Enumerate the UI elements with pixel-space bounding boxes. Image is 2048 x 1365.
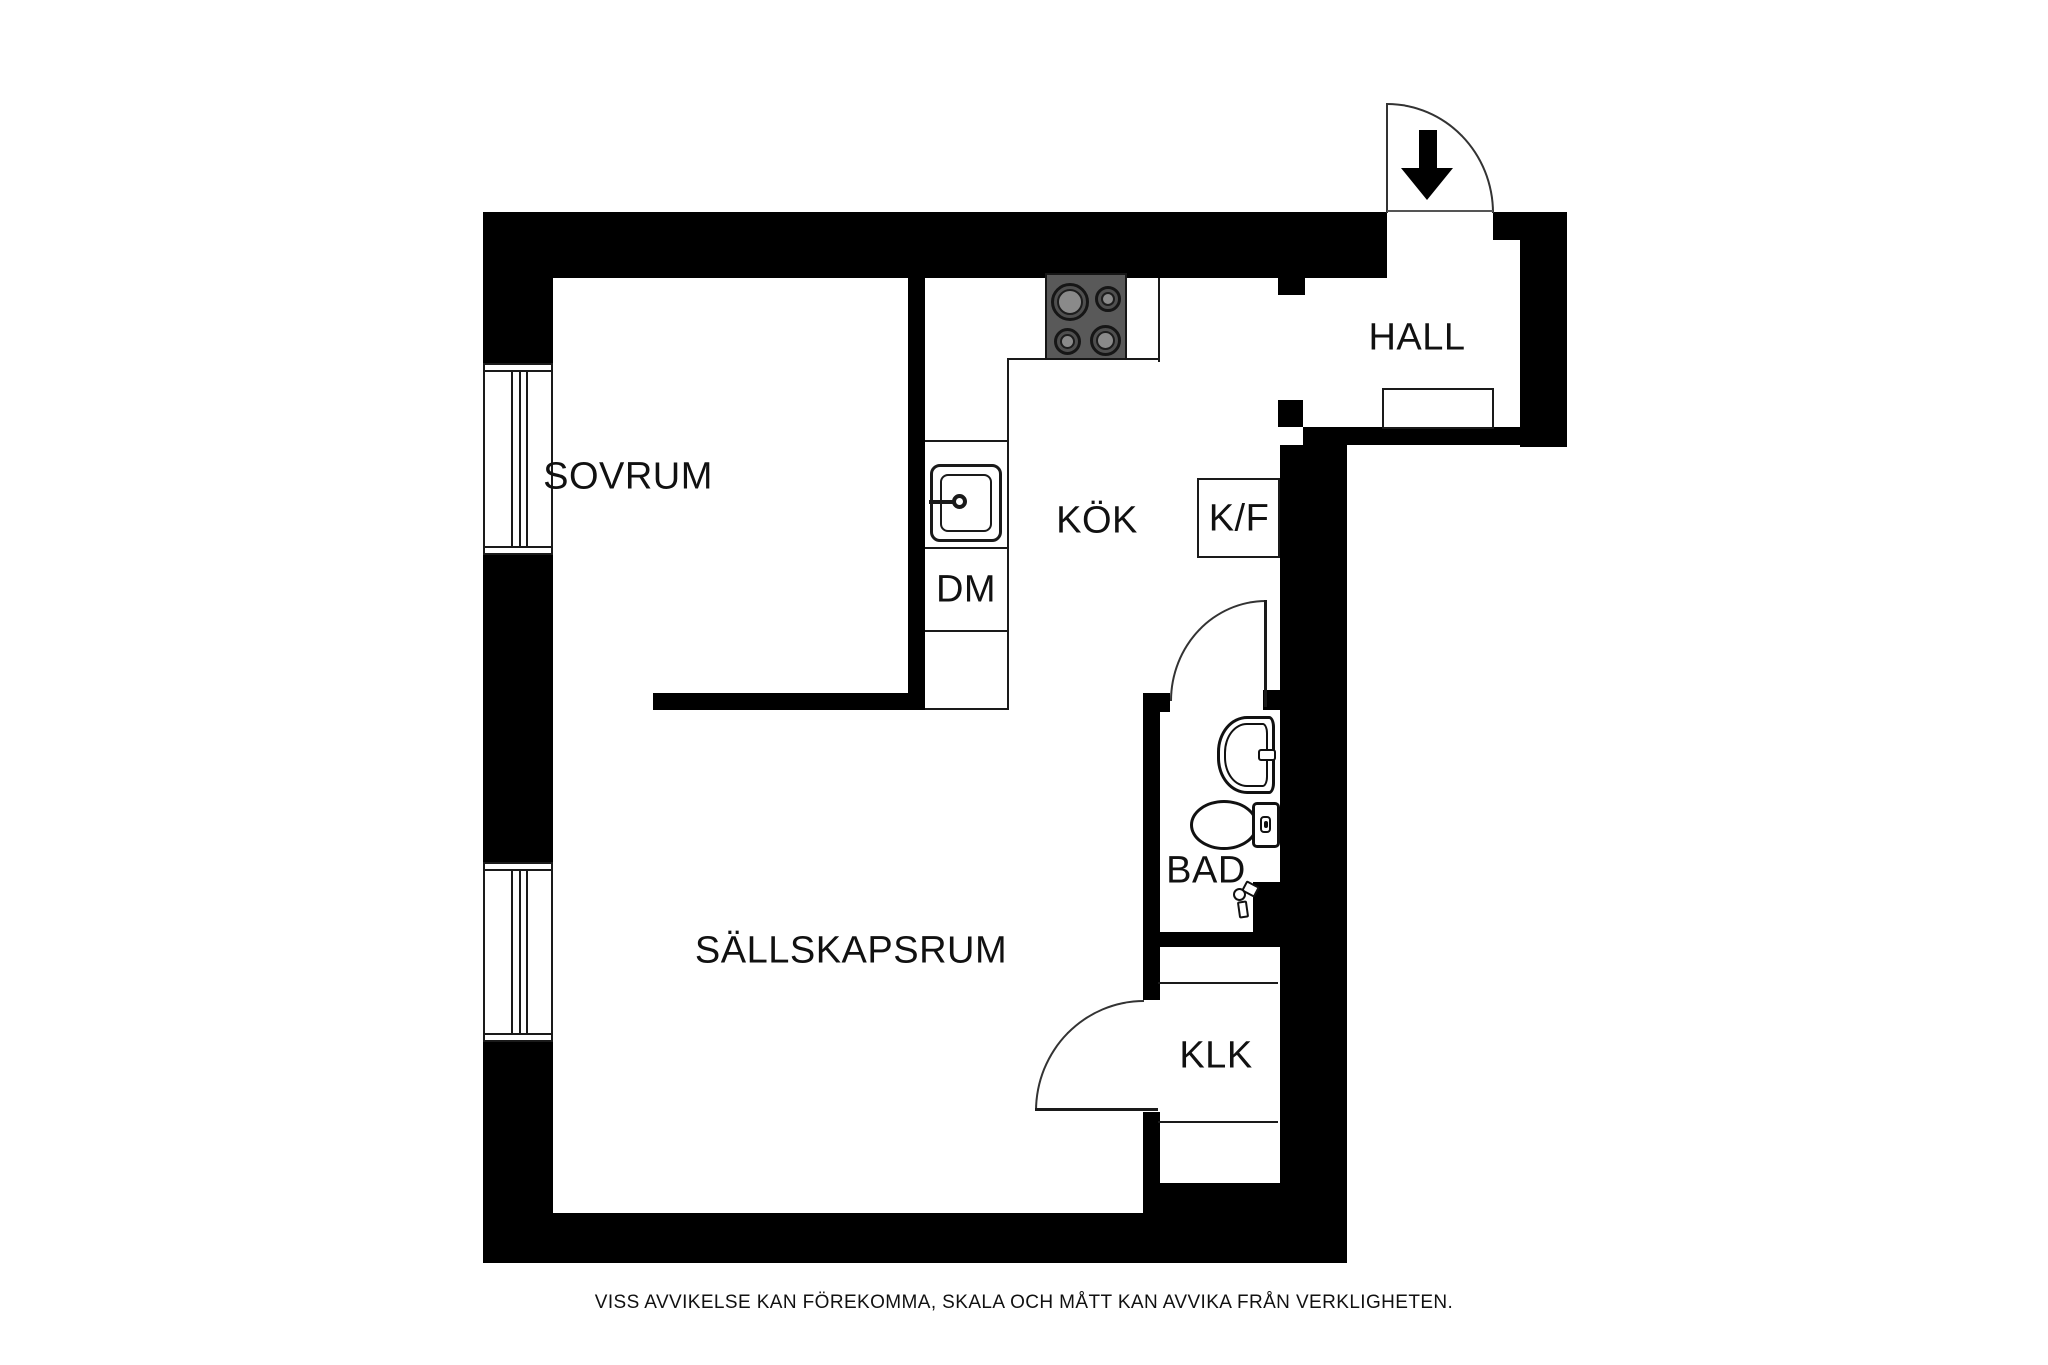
wall-bath-door-jamb-right — [1263, 690, 1280, 710]
room-label-hall: HALL — [1368, 316, 1466, 359]
wall-sovrum-kitchen-divider — [908, 278, 925, 710]
klk-shelf-line — [1158, 982, 1278, 984]
room-label-kok: KÖK — [1056, 499, 1138, 542]
disclaimer-text: VISS AVVIKELSE KAN FÖREKOMMA, SKALA OCH … — [594, 1292, 1454, 1313]
wall-sovrum-bottom — [653, 693, 925, 710]
kitchen-counter-divider — [925, 440, 1009, 442]
wall-right-upper — [1520, 212, 1567, 447]
window-glazing — [511, 869, 528, 1035]
fixture-label-kf: K/F — [1208, 497, 1270, 540]
window-sallskapsrum — [483, 862, 553, 1042]
door-swing-arc — [1035, 1000, 1144, 1111]
wall-bath-door-stub-left — [1143, 693, 1170, 712]
wall-hall-jamb — [1278, 400, 1303, 427]
wall-bath-left-upper — [1143, 693, 1160, 1000]
klk-shelf-line — [1158, 1121, 1278, 1123]
room-label-sovrum: SOVRUM — [543, 455, 713, 498]
burner-icon — [1090, 325, 1121, 356]
door-leaf — [1386, 103, 1388, 213]
kitchen-counter-divider — [925, 547, 1009, 549]
room-label-sallskapsrum: SÄLLSKAPSRUM — [694, 929, 1008, 972]
door-threshold — [1387, 210, 1493, 212]
wall-right-lower — [1280, 445, 1347, 1263]
room-label-bad: BAD — [1166, 849, 1246, 892]
wall-hall-notch — [1278, 278, 1305, 295]
wall-left-upper — [483, 212, 553, 363]
fixture-label-dm: DM — [935, 568, 997, 611]
wall-top — [483, 212, 1387, 278]
wall-hall-bottom — [1303, 427, 1567, 445]
door-leaf — [1035, 1108, 1158, 1111]
wall-bath-bottom — [1158, 932, 1280, 947]
door-swing-arc — [1170, 600, 1266, 701]
hall-wardrobe — [1382, 388, 1494, 429]
kitchen-counter-divider — [925, 630, 1009, 632]
fridge-freezer-box — [1197, 478, 1280, 558]
wall-left-middle — [483, 555, 553, 862]
wall-bath-left-lower — [1143, 1112, 1160, 1213]
burner-icon — [1051, 283, 1089, 321]
kitchen-counter-edge — [1158, 278, 1160, 362]
room-label-klk: KLK — [1179, 1034, 1253, 1077]
door-leaf — [1264, 600, 1267, 707]
faucet-icon — [929, 500, 961, 504]
wall-bottom — [483, 1213, 1347, 1263]
faucet-icon — [1258, 749, 1276, 761]
burner-icon — [1095, 286, 1121, 312]
burner-icon — [1054, 328, 1081, 355]
wall-klk-bottom-block — [1158, 1183, 1280, 1215]
stove-icon — [1045, 273, 1127, 360]
window-glazing — [511, 370, 528, 548]
window-sovrum — [483, 363, 553, 555]
